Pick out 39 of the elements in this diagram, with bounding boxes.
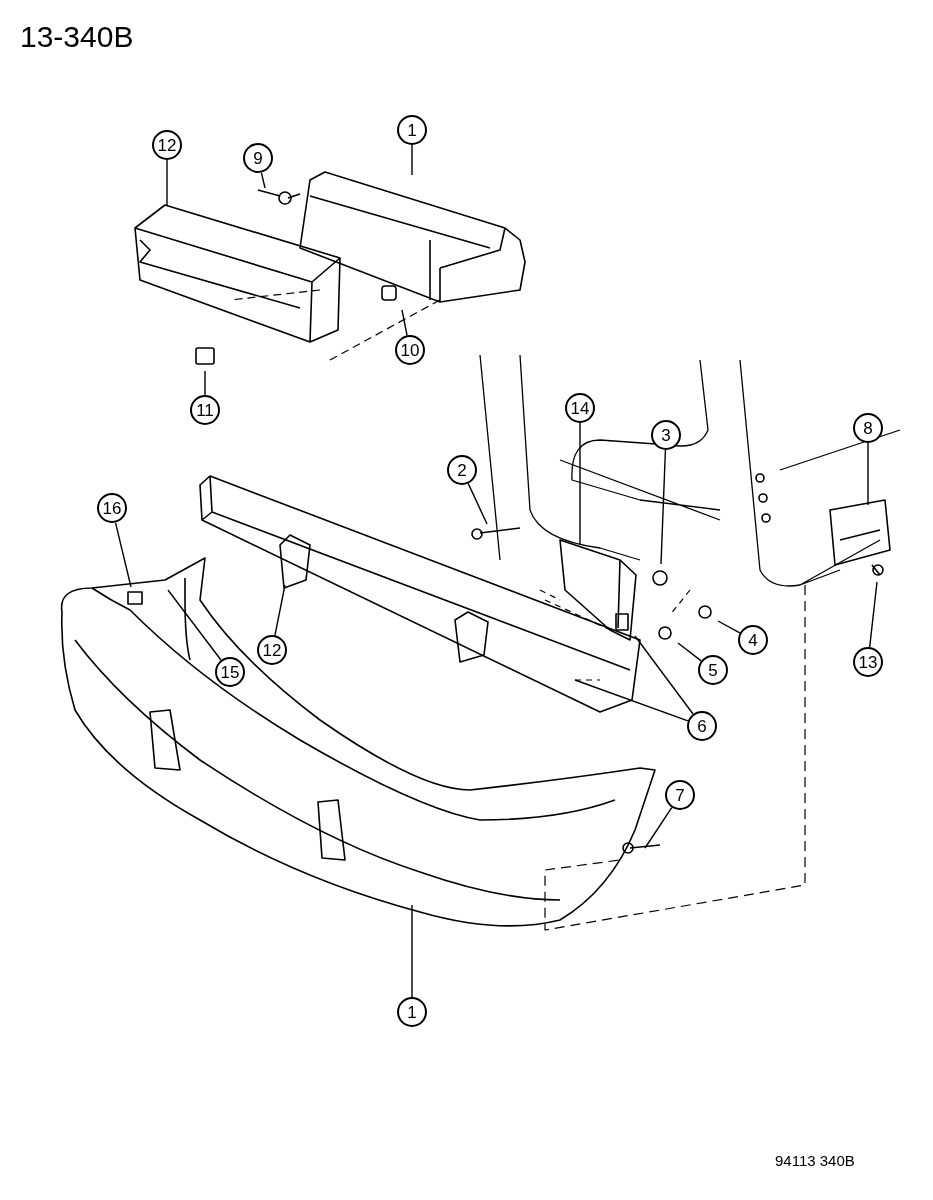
leader-line [868,581,878,648]
leader-line [114,521,132,588]
callout-number: 12 [152,130,182,160]
leader-line [167,589,222,661]
callout-number: 3 [651,420,681,450]
leader-line [579,422,581,546]
callout-number: 2 [447,455,477,485]
callout-number: 14 [565,393,595,423]
callout-number: 6 [687,711,717,741]
leader-line [867,442,869,506]
leader-line [574,679,689,722]
callout-number: 9 [243,143,273,173]
leader-line [677,642,702,662]
leader-line [717,620,741,634]
leader-line [204,370,206,396]
callout-number: 11 [190,395,220,425]
callout-number: 5 [698,655,728,685]
figure-number: 13-340B [20,20,134,54]
callout-number: 15 [215,657,245,687]
callout-number: 4 [738,625,768,655]
drawing-code: 94113 340B [775,1152,855,1169]
leader-line [467,482,488,525]
leader-line [644,806,673,849]
callout-number: 16 [97,493,127,523]
callout-number: 13 [853,647,883,677]
callout-number: 1 [397,997,427,1027]
leader-line [274,584,286,636]
leader-line [660,449,667,565]
leader-line [411,904,413,998]
leader-line [260,171,266,189]
callout-number: 1 [397,115,427,145]
callout-number: 8 [853,413,883,443]
callout-number: 10 [395,335,425,365]
leader-line [411,144,413,176]
callout-number: 12 [257,635,287,665]
callout-number: 7 [665,780,695,810]
leader-line [634,635,694,715]
leader-line [166,159,168,206]
leader-line [401,309,408,336]
